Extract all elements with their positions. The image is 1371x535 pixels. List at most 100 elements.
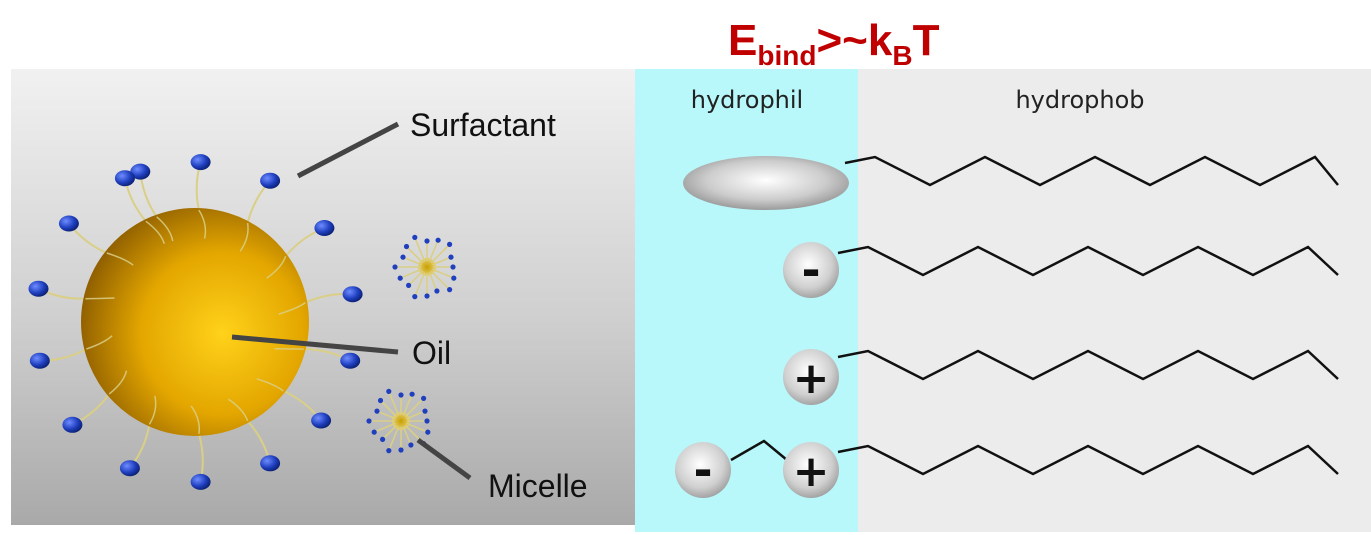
micelle-tail (402, 256, 422, 266)
oil-droplet (81, 208, 309, 436)
micelle-tail (399, 268, 422, 279)
binding-energy-formula: Ebind>~kBT (728, 16, 940, 71)
surfactant-label: Surfactant (410, 107, 556, 143)
surfactant-head (29, 352, 50, 369)
micelle-tail (428, 239, 439, 262)
molecule-anionic: - (783, 242, 1339, 298)
surfactant-tail (239, 222, 249, 252)
oil-label: Oil (412, 335, 451, 371)
hydrocarbon-chain (837, 245, 1339, 277)
surfactant-leader-line (296, 121, 400, 179)
negative-charge-sign: - (801, 243, 820, 297)
surfactant-tail (106, 252, 134, 266)
micelle-tail (428, 272, 438, 292)
micelle-tail (430, 243, 451, 264)
positive-charge-sign: + (793, 446, 830, 497)
hydrophobic-zone (858, 69, 1371, 532)
surfactant-head (260, 455, 281, 472)
micelle-head (366, 418, 372, 424)
micelle-head (412, 234, 418, 240)
surfactant-head (190, 154, 211, 171)
formula-sub: bind (757, 40, 816, 71)
nonionic-head (683, 156, 849, 210)
micelle-head (371, 429, 377, 435)
micelle-lower (366, 388, 431, 454)
zwitterion-linker (730, 439, 788, 462)
surfactant-head (119, 460, 140, 477)
micelle-tail (406, 410, 426, 420)
micelle-head (447, 241, 453, 247)
micelle-head (374, 408, 380, 414)
surfactant-head (130, 163, 151, 180)
amphiphile-panel: hydrophil hydrophob - + - + (635, 69, 1371, 532)
micelle-tail (373, 422, 396, 433)
surfactant-tail (86, 335, 113, 350)
micelle-head (409, 391, 415, 397)
micelle-tail (414, 272, 426, 297)
surfactant-head (340, 352, 361, 369)
surfactant-tail (85, 297, 115, 300)
surfactant-ring (28, 154, 363, 490)
micelle-tail (404, 397, 425, 418)
hydrocarbon-chain (837, 444, 1339, 476)
micelle-tail (408, 270, 424, 286)
emulsion-panel: Surfactant Oil Micelle (11, 69, 635, 525)
hydrocarbon-chain (844, 155, 1339, 187)
surfactant-tail (145, 220, 166, 245)
micelle-head (424, 238, 430, 244)
molecule-cationic: + (783, 349, 1339, 405)
micelle-head (412, 294, 418, 300)
micelle-leader-line (416, 437, 472, 481)
micelle-upper (392, 234, 457, 300)
micelle-tail (388, 426, 400, 451)
micelle-tail (388, 391, 400, 416)
micelle-head (403, 243, 410, 250)
molecule-zwitterionic: - + (675, 439, 1339, 498)
cationic-head (783, 349, 839, 405)
micelle-tail (414, 237, 426, 262)
surfactant-head (190, 473, 211, 490)
micelle-head (424, 418, 430, 424)
micelle-head (386, 388, 392, 394)
zwitterion-negative-head (675, 442, 731, 498)
micelle-tail (430, 270, 451, 291)
surfactant-head (342, 286, 363, 303)
surfactant-head (314, 220, 335, 236)
surfactant-tail (278, 301, 306, 315)
surfactant-tail (198, 209, 207, 239)
surfactant-tail (190, 405, 201, 435)
micelle-tail (402, 393, 413, 416)
micelle-head (380, 436, 386, 442)
micelle-head (386, 448, 392, 454)
micelle-head (400, 254, 406, 260)
formula-base: E (728, 16, 757, 65)
micelle-head (398, 392, 404, 398)
micelle-head (406, 282, 412, 288)
micelle-head (450, 264, 456, 270)
surfactant-head (28, 280, 49, 297)
micelle-head (392, 264, 398, 270)
surfactant-head (260, 172, 281, 189)
surfactant-tail (266, 255, 287, 279)
micelle-head (451, 275, 457, 281)
micelle-tail (405, 245, 424, 264)
oil-leader-line (231, 334, 399, 355)
micelle-tail (432, 256, 452, 266)
micelle-tail (376, 410, 396, 420)
surfactant-tails (85, 209, 306, 435)
micelle-head (377, 397, 384, 404)
surfactant-tail (148, 395, 157, 425)
micelle-head (421, 395, 427, 401)
zwitterion-positive-head (783, 442, 839, 498)
micelle-head (435, 237, 441, 243)
micelle-head (397, 275, 403, 281)
hydrophobic-zone-label: hydrophob (1015, 86, 1144, 114)
anionic-head (783, 242, 839, 298)
micelle-head (448, 254, 454, 260)
micelle-label: Micelle (488, 468, 588, 504)
micelle-head (408, 442, 414, 448)
surfactant-head (311, 412, 332, 429)
positive-charge-sign: + (793, 353, 830, 404)
hydrophilic-zone-label: hydrophil (691, 86, 803, 114)
